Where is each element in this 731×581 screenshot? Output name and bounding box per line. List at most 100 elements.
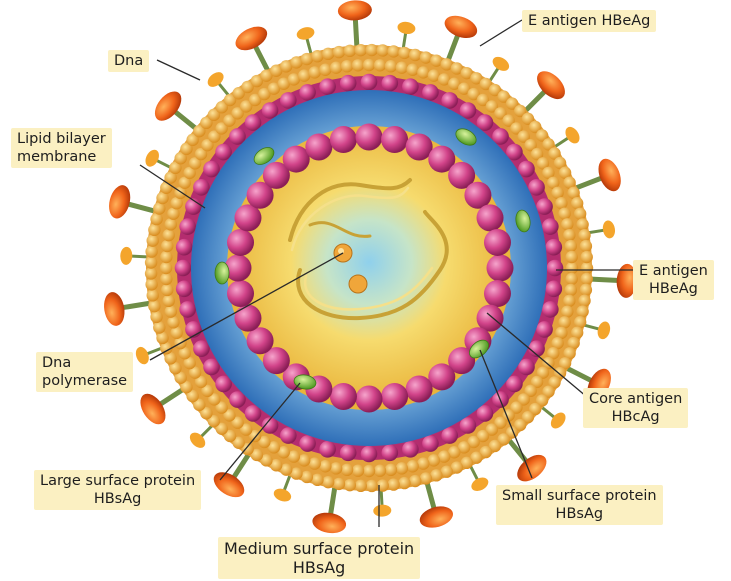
- lipid-head: [398, 477, 410, 489]
- core-antigen-bead: [406, 376, 433, 403]
- lipid-head: [566, 262, 578, 274]
- lipid-head: [580, 240, 592, 252]
- membrane-bead: [193, 340, 210, 357]
- lipid-head: [148, 300, 160, 312]
- spike: [209, 449, 252, 503]
- lipid-head: [167, 207, 179, 219]
- core-antigen-bead: [381, 126, 408, 153]
- lipid-head: [162, 229, 174, 241]
- lipid-head: [420, 51, 432, 63]
- lipid-head: [145, 256, 157, 268]
- lipid-head: [333, 478, 345, 490]
- lipid-head: [566, 273, 578, 285]
- core-antigen-bead: [234, 305, 261, 332]
- core-antigen-bead: [356, 124, 383, 151]
- lipid-head: [574, 208, 586, 220]
- membrane-bead: [340, 75, 357, 92]
- membrane-bead: [382, 75, 399, 92]
- lipid-head: [308, 457, 320, 469]
- lipid-head: [409, 475, 421, 487]
- membrane-bead: [179, 301, 196, 318]
- label-medium-surface-protein: Medium surface proteinHBsAg: [218, 537, 420, 579]
- lipid-head: [355, 480, 367, 492]
- membrane-bead: [299, 84, 316, 101]
- lipid-head: [322, 48, 334, 60]
- lipid-head: [145, 245, 157, 257]
- core-antigen-bead: [330, 126, 357, 153]
- membrane-bead: [179, 218, 196, 235]
- lipid-head: [581, 273, 593, 285]
- lipid-head: [385, 60, 397, 72]
- membrane-bead: [441, 427, 458, 444]
- lipid-head: [161, 240, 173, 252]
- label-lipid-bilayer: Lipid bilayermembrane: [11, 128, 112, 168]
- membrane-bead: [546, 281, 563, 298]
- lipid-head: [363, 59, 375, 71]
- lipid-head: [160, 251, 172, 263]
- lipid-head: [160, 273, 172, 285]
- lipid-head: [558, 207, 570, 219]
- membrane-bead: [402, 441, 419, 458]
- lipid-head: [420, 472, 432, 484]
- lipid-head: [341, 60, 353, 72]
- lipid-head: [352, 59, 364, 71]
- lipid-head: [574, 316, 586, 328]
- lipid-head: [555, 197, 567, 209]
- lipid-head: [576, 305, 588, 317]
- membrane-bead: [193, 179, 210, 196]
- label-core-antigen: Core antigenHBcAg: [583, 388, 688, 428]
- lipid-head: [580, 284, 592, 296]
- lipid-head: [167, 316, 179, 328]
- label-small-surface-protein: Small surface proteinHBsAg: [496, 485, 663, 525]
- lipid-head: [565, 240, 577, 252]
- lipid-head: [417, 457, 429, 469]
- lipid-head: [311, 50, 323, 62]
- membrane-bead: [542, 218, 559, 235]
- membrane-bead: [319, 441, 336, 458]
- membrane-bead: [340, 445, 357, 462]
- membrane-bead: [546, 239, 563, 256]
- lipid-head: [578, 229, 590, 241]
- lipid-head: [396, 61, 408, 73]
- lipid-head: [566, 251, 578, 263]
- lipid-head: [322, 476, 334, 488]
- lipid-head: [298, 69, 310, 81]
- membrane-bead: [280, 92, 297, 109]
- lipid-head: [341, 464, 353, 476]
- membrane-bead: [547, 260, 564, 277]
- membrane-bead: [361, 74, 378, 91]
- lipid-head: [170, 327, 182, 339]
- lipid-head: [333, 46, 345, 58]
- lipid-head: [344, 479, 356, 491]
- lipid-head: [319, 64, 331, 76]
- lipid-head: [156, 332, 168, 344]
- lipid-head: [563, 295, 575, 307]
- lipid-head: [145, 278, 157, 290]
- lipid-head: [153, 321, 165, 333]
- core-antigen-bead: [477, 204, 504, 231]
- lipid-head: [387, 478, 399, 490]
- core-antigen-bead: [305, 133, 332, 160]
- label-dna-polymerase: Dnapolymerase: [36, 352, 133, 392]
- lipid-head: [571, 197, 583, 209]
- lipid-head: [165, 305, 177, 317]
- lipid-head: [406, 460, 418, 472]
- lipid-head: [430, 469, 442, 481]
- membrane-bead: [536, 321, 553, 338]
- lipid-head: [319, 460, 331, 472]
- lipid-head: [565, 284, 577, 296]
- membrane-bead: [402, 78, 419, 95]
- lipid-head: [145, 267, 157, 279]
- membrane-bead: [441, 92, 458, 109]
- lipid-head: [147, 289, 159, 301]
- lipid-head: [352, 465, 364, 477]
- lipid-head: [165, 218, 177, 230]
- membrane-bead: [528, 179, 545, 196]
- membrane-bead: [319, 78, 336, 95]
- lipid-head: [581, 251, 593, 263]
- membrane-bead: [422, 435, 439, 452]
- membrane-bead: [536, 198, 553, 215]
- membrane-bead: [361, 446, 378, 463]
- lipid-head: [578, 295, 590, 307]
